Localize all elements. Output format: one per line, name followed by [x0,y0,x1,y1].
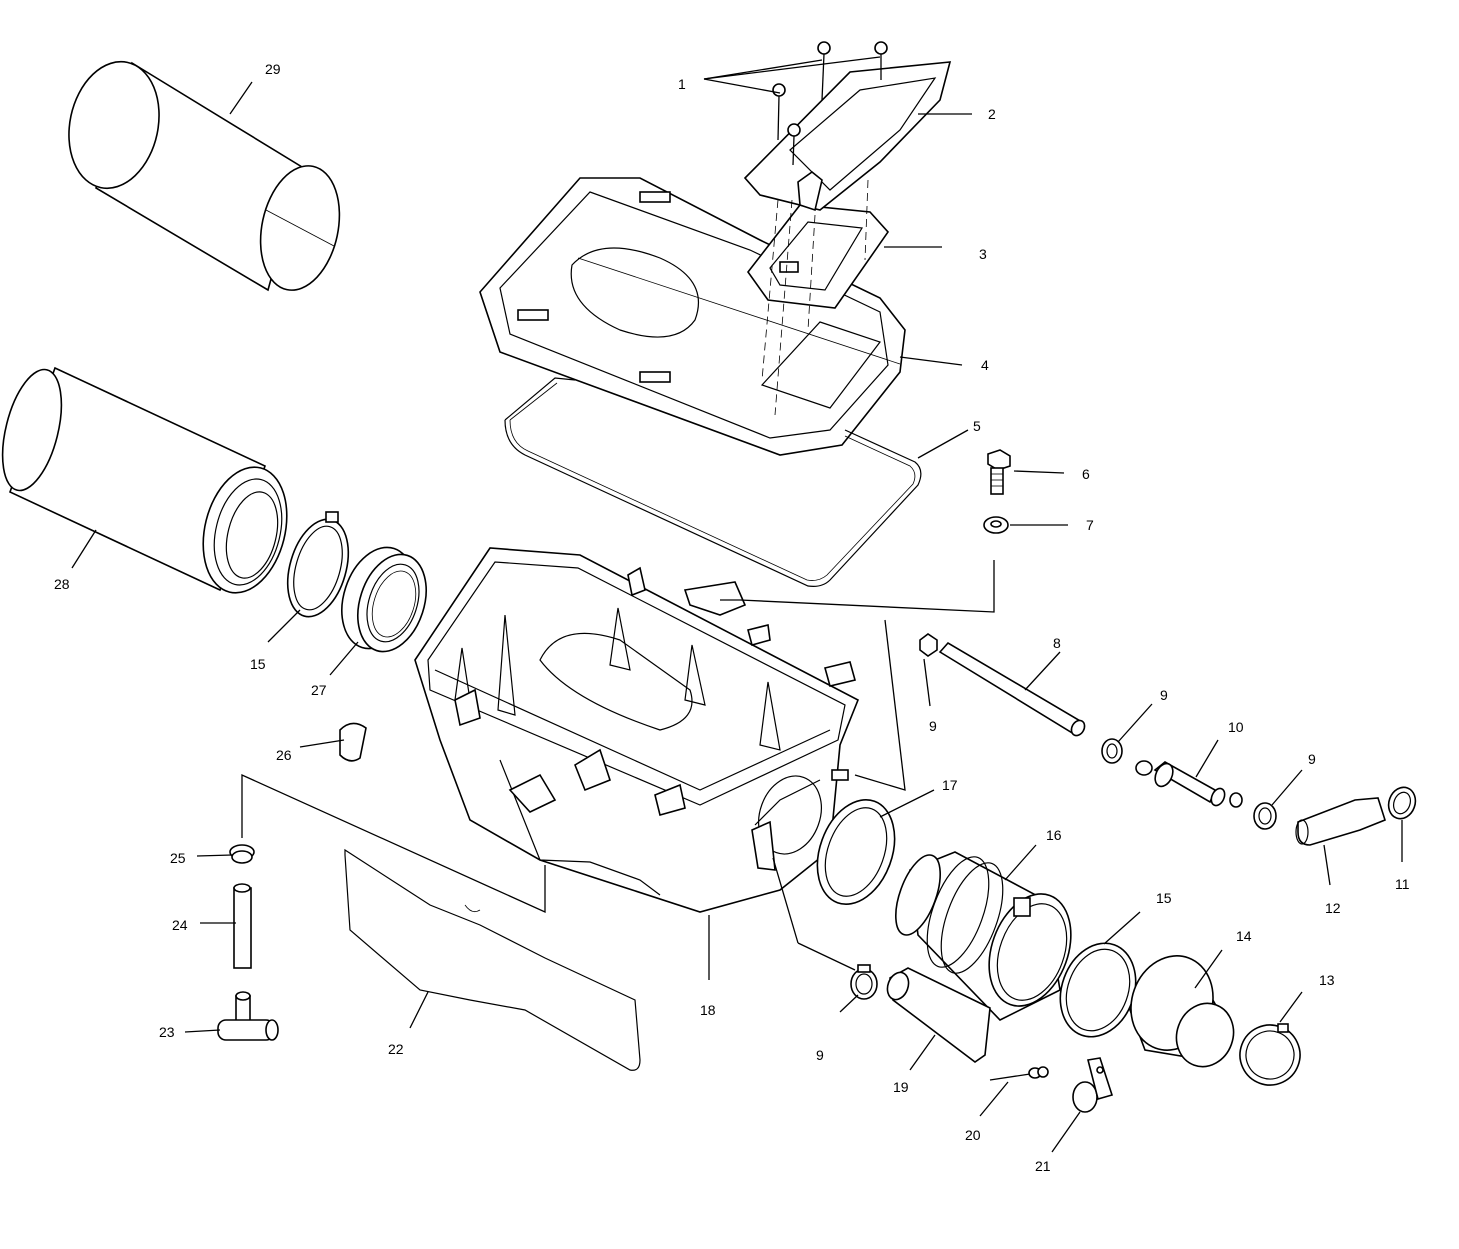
callout-14: 14 [1236,928,1252,944]
callout-3: 3 [979,246,987,262]
part-10-check-valve [1135,760,1243,808]
callout-18: 18 [700,1002,716,1018]
part-25-clamp [229,844,255,864]
part-16-adapter [895,851,1072,1021]
callout-7: 7 [1086,517,1094,533]
leader-9-bracket [854,619,906,791]
part-9-clamp-d [1253,802,1277,830]
part-1-screws [772,41,888,166]
callout-15-right: 15 [1156,890,1172,906]
callout-6: 6 [1082,466,1090,482]
part-27-adapter-nut [341,546,427,653]
part-14-intake-boot [1129,955,1235,1068]
part-4-airbox-cover [479,177,906,456]
part-19-hose [886,967,991,1063]
part-21-p-clip [1072,1057,1114,1113]
part-29-prefilter-sleeve [68,60,341,292]
callout-22: 22 [388,1041,404,1057]
part-24-drain-tube [233,883,252,969]
part-12-hose [1295,797,1386,846]
part-2-intake-duct [743,61,952,212]
leader-25-bracket [241,773,546,914]
callout-9-valve: 9 [1160,687,1168,703]
part-9-clamp-b [919,633,938,657]
callout-5: 5 [973,418,981,434]
callout-2: 2 [988,106,996,122]
part-15-hose-clamp-left [286,511,350,618]
part-13-clamp [1239,1023,1301,1086]
part-17-gasket-ring [816,798,896,906]
callout-29: 29 [265,61,281,77]
callout-4: 4 [981,357,989,373]
callout-26: 26 [276,747,292,763]
callout-11: 11 [1395,876,1410,892]
screw-alignment-lines [761,179,869,416]
callout-23: 23 [159,1024,175,1040]
callout-12: 12 [1325,900,1341,916]
part-7-washer [983,516,1009,534]
part-9-clamp-c [1101,738,1123,764]
part-6-bolt [987,449,1011,495]
callout-labels: 1 2 3 4 5 6 7 8 9 9 9 9 10 11 12 13 14 1… [54,61,1410,1174]
part-11-clamp [1387,786,1417,820]
callout-28: 28 [54,576,70,592]
callout-17: 17 [942,777,958,793]
callout-9-vent: 9 [929,718,937,734]
callout-8: 8 [1053,635,1061,651]
callout-25: 25 [170,850,186,866]
part-26-clip [339,722,367,762]
callout-9-lower: 9 [816,1047,824,1063]
callout-15-left: 15 [250,656,266,672]
callout-21: 21 [1035,1158,1051,1174]
callout-10: 10 [1228,719,1244,735]
part-5-seal [504,377,922,587]
callout-19: 19 [893,1079,909,1095]
callout-20: 20 [965,1127,981,1143]
part-15-hose-clamp-right [1059,942,1137,1038]
leader-7-airbox [720,560,995,613]
leader-lines [71,56,1403,1153]
callout-9-hose: 9 [1308,751,1316,767]
part-28-air-filter [1,366,288,594]
callout-1: 1 [678,76,686,92]
callout-13: 13 [1319,972,1335,988]
part-23-tee-fitting [217,991,279,1041]
callout-27: 27 [311,682,327,698]
part-22-cover-panel [344,848,641,1071]
callout-24: 24 [172,917,188,933]
part-18-airbox-body [414,547,860,913]
part-8-vent-tube [938,641,1086,737]
part-20-push-pin [989,1066,1049,1081]
part-9-clamp-a [850,964,878,1000]
callout-16: 16 [1046,827,1062,843]
